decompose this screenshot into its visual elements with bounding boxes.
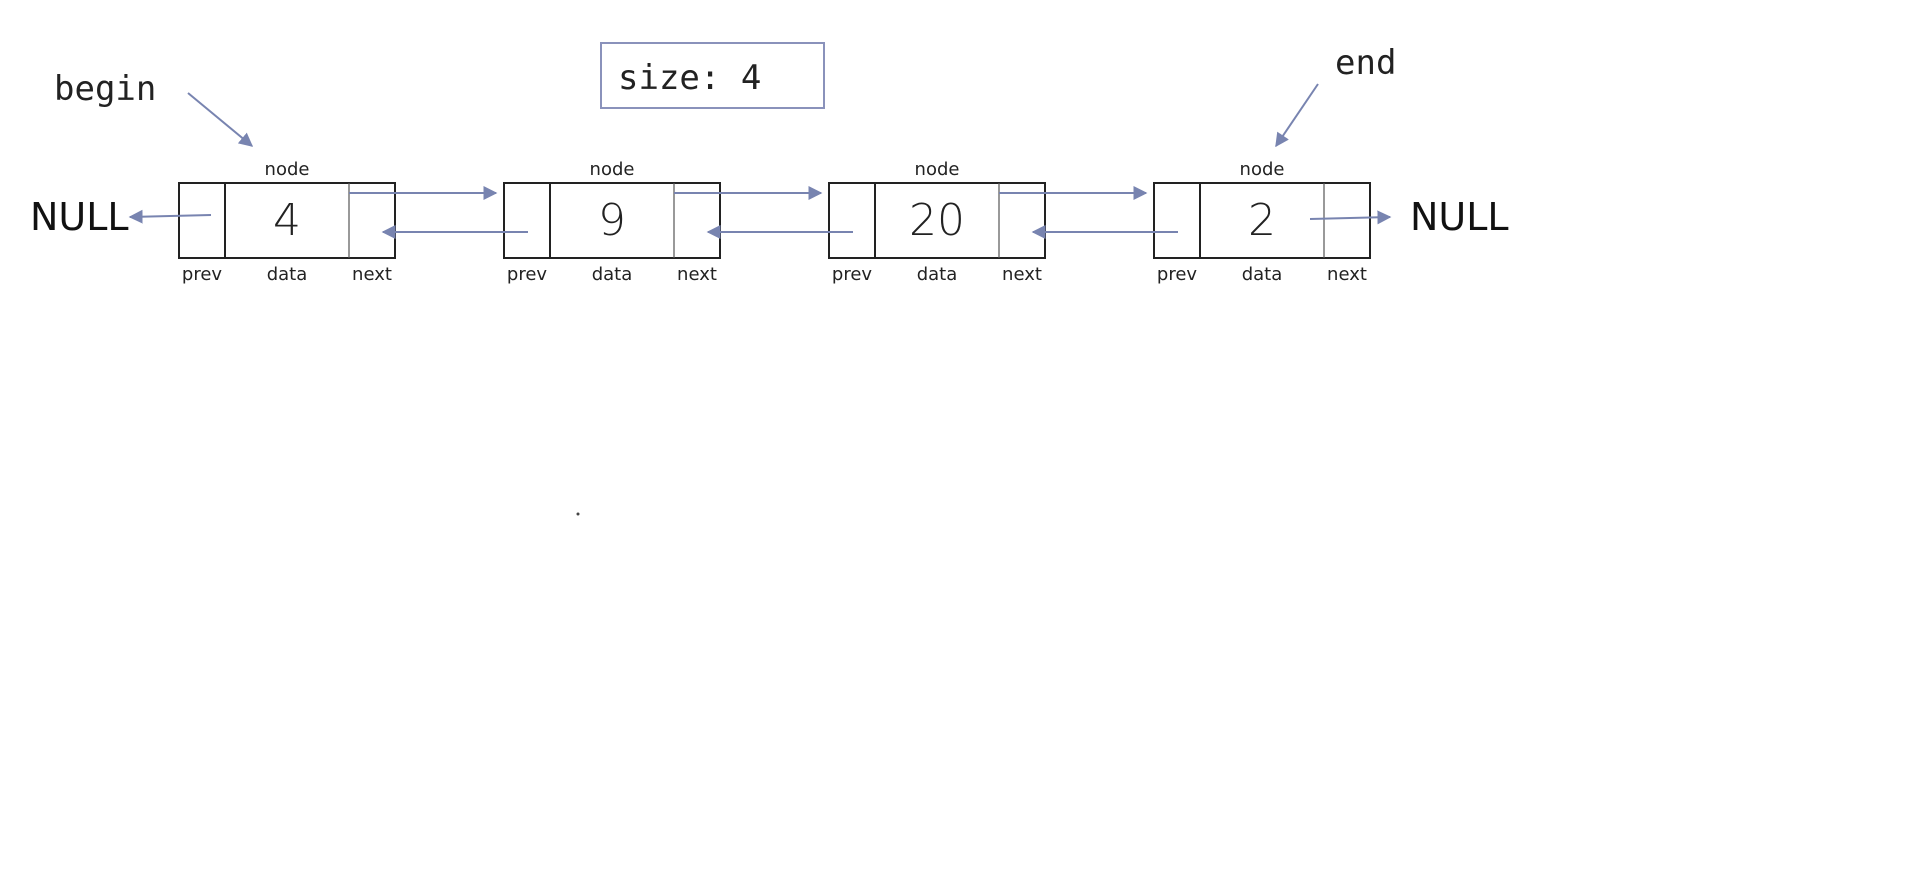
field-label-prev: prev [832, 264, 873, 285]
link-arrows [128, 186, 1392, 239]
field-label-data: data [1242, 264, 1283, 285]
size-box: size: 4 [600, 42, 825, 109]
node-4: node 2 prev data next [1153, 159, 1371, 285]
node-data-value: 20 [909, 195, 965, 246]
size-label: size: 4 [618, 58, 761, 98]
field-label-next: next [352, 264, 392, 285]
end-label: end [1335, 43, 1396, 83]
begin-arrow [187, 92, 254, 147]
null-right-label: NULL [1410, 195, 1509, 239]
field-label-prev: prev [507, 264, 548, 285]
field-label-prev: prev [1157, 264, 1198, 285]
node-caption: node [265, 159, 310, 180]
stray-dot [576, 512, 580, 516]
node-1: node 4 prev data next [178, 159, 396, 285]
node-caption: node [590, 159, 635, 180]
node-data-value: 2 [1248, 195, 1276, 246]
prev-arrow-null [128, 209, 212, 224]
node-caption: node [915, 159, 960, 180]
field-label-next: next [1002, 264, 1042, 285]
begin-label: begin [54, 69, 156, 109]
node-2: node 9 prev data next [503, 159, 721, 285]
next-arrow-null [1309, 210, 1392, 225]
field-label-next: next [677, 264, 717, 285]
field-label-prev: prev [182, 264, 223, 285]
field-label-data: data [267, 264, 308, 285]
node-box [178, 182, 396, 259]
field-label-next: next [1327, 264, 1367, 285]
node-box [828, 182, 1046, 259]
null-left-label: NULL [30, 195, 129, 239]
field-label-data: data [917, 264, 958, 285]
field-label-data: data [592, 264, 633, 285]
begin-pointer: begin [54, 69, 254, 147]
end-pointer: end [1275, 43, 1396, 148]
node-caption: node [1240, 159, 1285, 180]
node-data-value: 4 [273, 195, 301, 246]
node-box [503, 182, 721, 259]
node-box [1153, 182, 1371, 259]
node-3: node 20 prev data next [828, 159, 1046, 285]
node-data-value: 9 [598, 195, 626, 246]
end-arrow [1275, 83, 1319, 148]
node-list: node 4 prev data next node 9 prev data next node 20… [178, 159, 1371, 285]
